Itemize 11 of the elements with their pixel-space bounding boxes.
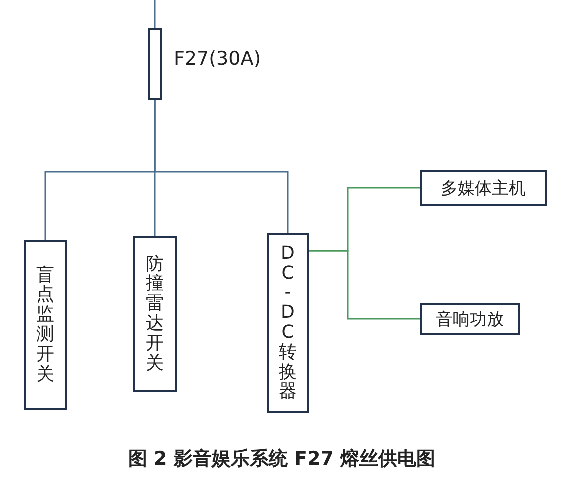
component-box: 盲点监测开关: [24, 240, 67, 410]
component-box: 多媒体主机: [420, 170, 547, 206]
fuse-symbol: [148, 28, 162, 100]
caption: 图 2 影音娱乐系统 F27 熔丝供电图: [127, 447, 437, 472]
wire: [309, 250, 420, 320]
component-box: DC-DC转换器: [267, 233, 309, 413]
component-box: 音响功放: [420, 303, 520, 335]
component-box: 防撞雷达开关: [133, 236, 177, 392]
wire: [154, 0, 156, 28]
fuse-label: F27(30A): [174, 48, 262, 70]
wire: [154, 100, 289, 233]
